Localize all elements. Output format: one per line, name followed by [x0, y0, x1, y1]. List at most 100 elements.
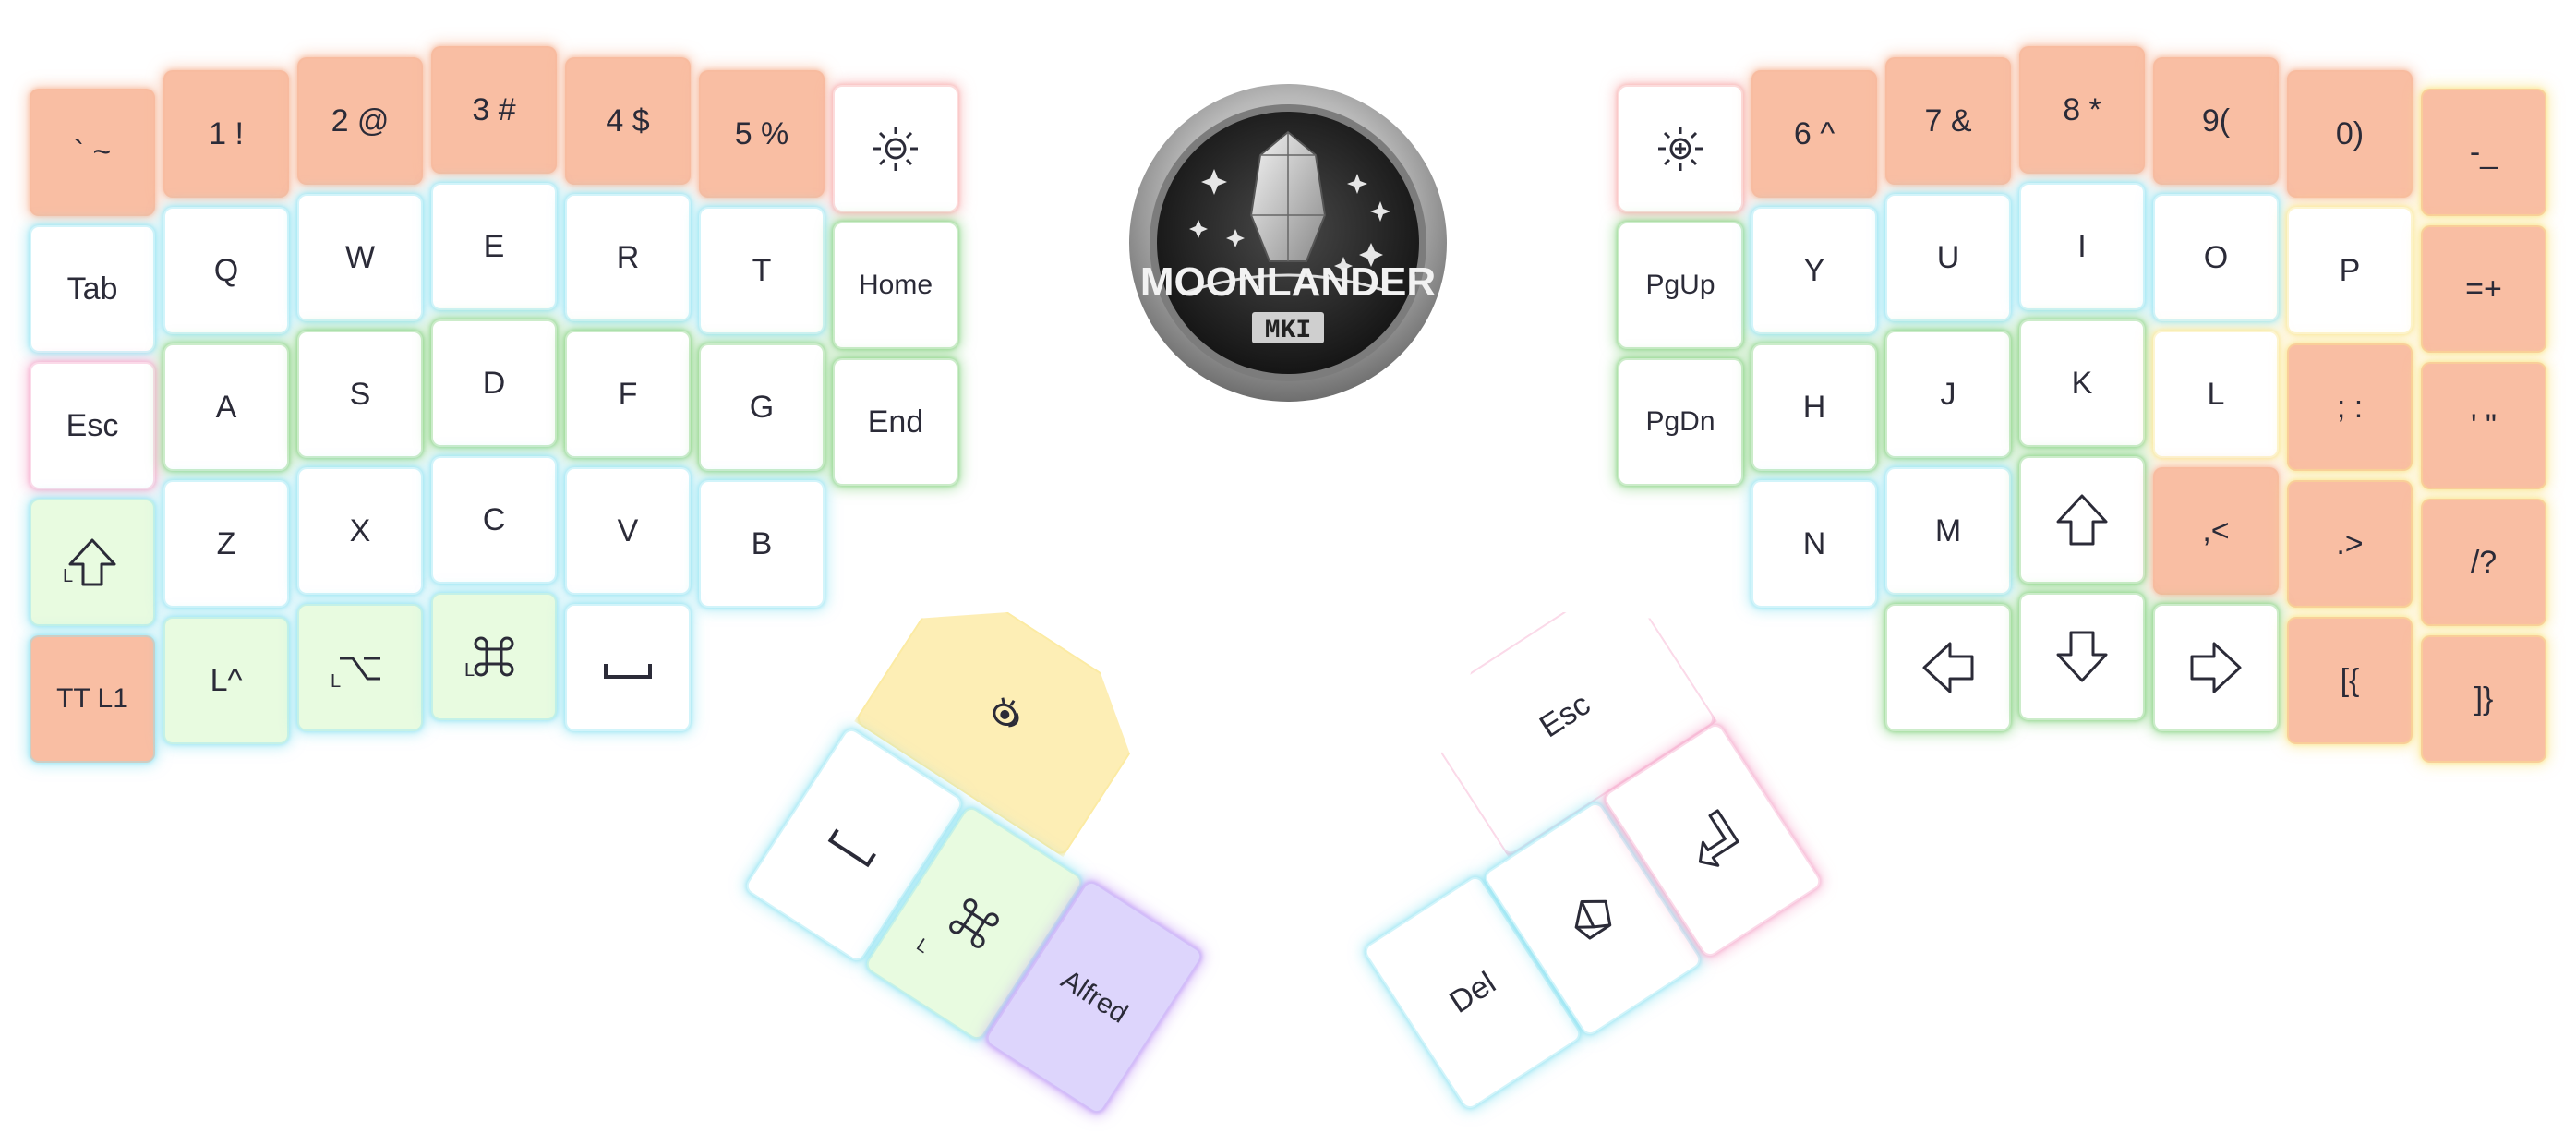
key-arrow-left[interactable]: [1885, 604, 2011, 731]
key-0[interactable]: 0): [2287, 70, 2413, 198]
key-label: H: [1802, 390, 1826, 425]
key-s[interactable]: S: [297, 331, 423, 458]
key-period[interactable]: .>: [2287, 480, 2413, 608]
key-label: TT L1: [56, 683, 128, 714]
key-p[interactable]: P: [2287, 207, 2413, 334]
key-e[interactable]: E: [431, 183, 557, 310]
thumb-left-cmd[interactable]: L: [862, 804, 1086, 1043]
key-5[interactable]: 5 %: [699, 70, 825, 198]
key-label: Esc: [66, 408, 119, 443]
key-label: Tab: [66, 271, 118, 307]
key-9[interactable]: 9(: [2153, 57, 2279, 185]
modifier-side-label: L: [331, 671, 342, 692]
key-bracket-right[interactable]: ]}: [2421, 635, 2546, 763]
key-label: PgUp: [1645, 270, 1715, 300]
key-arrow-up[interactable]: [2019, 456, 2145, 584]
key-label: 3 #: [472, 92, 516, 127]
key-1[interactable]: 1 !: [163, 70, 289, 198]
key-brightness-down[interactable]: [833, 85, 958, 212]
key-space-left[interactable]: [565, 604, 691, 731]
key-label: 1 !: [209, 116, 244, 151]
command-icon: [933, 883, 1016, 965]
key-k[interactable]: K: [2019, 319, 2145, 447]
key-tt-l1[interactable]: TT L1: [30, 635, 155, 763]
key-q[interactable]: Q: [163, 207, 289, 334]
key-minus[interactable]: -_: [2421, 89, 2546, 216]
key-arrow-right[interactable]: [2153, 604, 2279, 731]
key-c[interactable]: C: [431, 456, 557, 584]
key-t[interactable]: T: [699, 207, 825, 334]
key-f[interactable]: F: [565, 331, 691, 458]
key-m[interactable]: M: [1885, 467, 2011, 595]
key-label: ]}: [2474, 681, 2494, 717]
key-label: L^: [210, 663, 243, 698]
key-4[interactable]: 4 $: [565, 57, 691, 185]
key-y[interactable]: Y: [1751, 207, 1877, 334]
key-slash[interactable]: /?: [2421, 499, 2546, 626]
command-icon: [464, 627, 524, 686]
key-o[interactable]: O: [2153, 194, 2279, 321]
key-z[interactable]: Z: [163, 480, 289, 608]
key-label: ` ~: [73, 135, 112, 170]
key-quote[interactable]: ' ": [2421, 362, 2546, 489]
key-pgup[interactable]: PgUp: [1618, 222, 1743, 349]
key-label: .>: [2336, 526, 2364, 561]
enter-icon: [1672, 800, 1754, 882]
key-comma[interactable]: ,<: [2153, 467, 2279, 595]
key-i[interactable]: I: [2019, 183, 2145, 310]
key-label: =+: [2465, 271, 2502, 307]
key-l[interactable]: L: [2153, 331, 2279, 458]
key-r[interactable]: R: [565, 194, 691, 321]
key-label: 4 $: [606, 103, 650, 139]
key-pgdn[interactable]: PgDn: [1618, 358, 1743, 486]
key-2[interactable]: 2 @: [297, 57, 423, 185]
key-h[interactable]: H: [1751, 344, 1877, 471]
key-7[interactable]: 7 &: [1885, 57, 2011, 185]
key-label: A: [215, 390, 237, 425]
thumb-right-enter[interactable]: [1601, 721, 1824, 959]
hide-app-icon: [966, 675, 1048, 757]
key-x[interactable]: X: [297, 467, 423, 595]
key-n[interactable]: N: [1751, 480, 1877, 608]
key-end[interactable]: End: [833, 358, 958, 486]
key-esc-left[interactable]: Esc: [30, 362, 155, 489]
key-3[interactable]: 3 #: [431, 46, 557, 174]
key-left-alt[interactable]: L: [297, 604, 423, 731]
key-a[interactable]: A: [163, 344, 289, 471]
brightness-up-icon: [1651, 119, 1710, 178]
key-v[interactable]: V: [565, 467, 691, 595]
key-label: C: [482, 502, 506, 537]
key-left-ctrl[interactable]: L^: [163, 617, 289, 744]
thumb-left-space[interactable]: [742, 726, 966, 964]
key-equal[interactable]: =+: [2421, 225, 2546, 353]
key-brightness-up[interactable]: [1618, 85, 1743, 212]
key-left-cmd[interactable]: L: [431, 593, 557, 720]
arrow-up-icon: [2052, 490, 2112, 549]
thumb-left-red-key[interactable]: [854, 574, 1159, 857]
logo-wordmark: MOONLANDER: [1140, 259, 1436, 305]
key-label: 2 @: [331, 103, 390, 139]
key-g[interactable]: G: [699, 344, 825, 471]
key-u[interactable]: U: [1885, 194, 2011, 321]
key-arrow-down[interactable]: [2019, 593, 2145, 720]
key-label: S: [349, 377, 371, 412]
key-tab[interactable]: Tab: [30, 225, 155, 353]
key-b[interactable]: B: [699, 480, 825, 608]
key-label: -_: [2469, 135, 2498, 170]
key-w[interactable]: W: [297, 194, 423, 321]
key-label: 7 &: [1924, 103, 1972, 139]
key-grave[interactable]: ` ~: [30, 89, 155, 216]
key-home[interactable]: Home: [833, 222, 958, 349]
key-6[interactable]: 6 ^: [1751, 70, 1877, 198]
key-8[interactable]: 8 *: [2019, 46, 2145, 174]
key-d[interactable]: D: [431, 319, 557, 447]
modifier-side-label: L: [63, 566, 74, 586]
key-bracket-left[interactable]: [{: [2287, 617, 2413, 744]
key-left-shift[interactable]: L: [30, 499, 155, 626]
key-j[interactable]: J: [1885, 331, 2011, 458]
modifier-side-label: L: [912, 934, 933, 958]
thumb-right-hyper[interactable]: [1481, 800, 1704, 1038]
key-label: ; :: [2336, 390, 2364, 425]
key-semicolon[interactable]: ; :: [2287, 344, 2413, 471]
